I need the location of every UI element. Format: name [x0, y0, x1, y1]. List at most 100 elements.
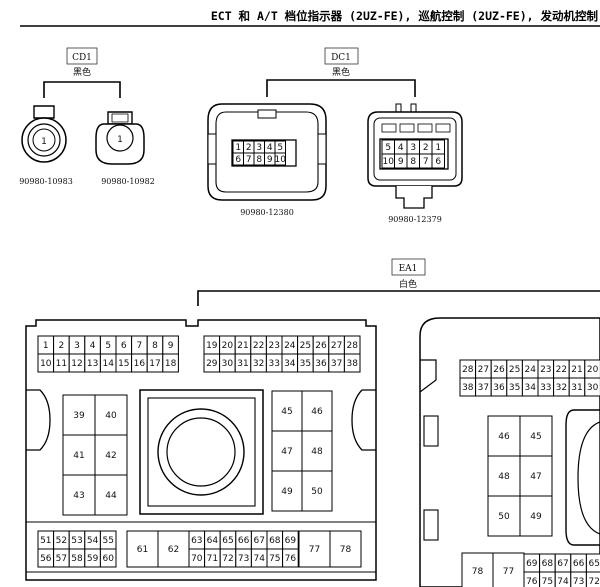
ea1-pin-cell-label: 27	[331, 341, 342, 351]
ea1-pin-cell: 3	[68, 335, 86, 355]
ea1-pin-cell: 62	[157, 530, 190, 568]
dc1-right-pin-cell: 10	[381, 153, 395, 169]
dc1-right-pin-cell-label: 5	[385, 143, 391, 153]
dc1-left-pin-cell-label: 1	[235, 143, 241, 153]
ea1-pin-cell: 78	[329, 530, 362, 568]
ea1-pin-cell-label: 63	[191, 536, 202, 546]
ea1-pin-cell: 56	[37, 548, 55, 568]
ea1-pin-cell: 5	[99, 335, 117, 355]
ea1-pin-cell-label: 8	[152, 341, 158, 351]
ea1-pin-cell-label: 50	[311, 487, 323, 497]
ea1-mirror-pin-cell: 26	[490, 359, 508, 379]
ea1-pin-cell: 22	[250, 335, 267, 355]
ea1-pin-cell-label: 78	[340, 545, 352, 555]
ea1-mirror-pin-cell: 50	[487, 495, 521, 537]
dc1-left-pin-cell: 1	[232, 140, 244, 154]
ea1-pin-cell-label: 18	[165, 359, 177, 369]
ea1-mirror-pin-cell-label: 21	[571, 365, 582, 375]
ea1-mirror-pin-cell: 67	[554, 553, 572, 573]
ea1-pin-cell-label: 58	[71, 554, 83, 564]
ea1-pin-cell: 64	[204, 530, 221, 550]
ea1-mirror-pin-cell-label: 22	[556, 365, 567, 375]
ea1-pin-cell-label: 53	[71, 536, 82, 546]
ea1-mirror-pin-cell: 47	[519, 455, 553, 497]
ea1-pin-cell: 47	[271, 430, 303, 472]
ea1-pin-cell: 33	[265, 353, 283, 373]
ea1-pin-cell-label: 23	[268, 341, 279, 351]
ea1-pin-cell-label: 60	[102, 554, 114, 564]
ea1-pin-cell-label: 43	[73, 491, 84, 501]
ea1-mirror-pin-cell-label: 74	[557, 577, 569, 587]
ea1-pin-cell-label: 3	[74, 341, 80, 351]
ea1-mirror-pin-cell: 48	[487, 455, 521, 497]
ea1-mirror-pin-cell: 32	[553, 377, 570, 397]
ea1-pin-cell-label: 65	[222, 536, 233, 546]
ea1-pin-cell-label: 5	[105, 341, 111, 351]
ea1-pin-cell-label: 9	[168, 341, 174, 351]
dc1-part-left: 90980-12380	[240, 208, 294, 217]
dc1-left-pin-cell: 10	[274, 152, 286, 166]
ea1-mirror-pin-cell-label: 35	[509, 383, 520, 393]
ea1-pin-cell-label: 68	[269, 536, 281, 546]
ea1-pin-cell-label: 31	[237, 359, 248, 369]
dc1-right-pin-cell: 2	[419, 139, 433, 155]
ea1-mirror-pin-cell: 49	[519, 495, 553, 537]
ea1-mirror-pin-cell-label: 24	[524, 365, 536, 375]
ea1-pin-cell-label: 35	[300, 359, 311, 369]
ea1-pin-cell: 41	[62, 434, 96, 476]
ea1-pin-cell-label: 13	[87, 359, 98, 369]
ea1-mirror-pin-cell: 21	[568, 359, 586, 379]
ea1-mirror-pin-cell-label: 20	[587, 365, 599, 375]
dc1-left-pin-cell: 4	[264, 140, 276, 154]
ea1-pin-cell-label: 2	[59, 341, 65, 351]
dc1-left-pin-cell-label: 8	[256, 155, 262, 165]
ea1-mirror-pin-cell-label: 77	[503, 567, 514, 577]
ea1-mirror-pin-cell: 68	[539, 553, 556, 573]
ea1-mirror-pin-cell: 76	[523, 571, 541, 587]
dc1-right-pin-cell: 5	[381, 139, 395, 155]
dc1-right-pin-cell: 7	[419, 153, 433, 169]
ea1-mirror-pin-cell-label: 72	[588, 577, 599, 587]
cd1-color-label: 黑色	[73, 66, 91, 78]
ea1-mirror-pin-cell-label: 33	[540, 383, 551, 393]
ea1-pin-cell-label: 6	[121, 341, 127, 351]
ea1-pin-cell-label: 46	[311, 407, 323, 417]
dc1-right-pin-cell: 3	[406, 139, 420, 155]
cd1-right-pin: 1	[117, 135, 123, 145]
ea1-pin-cell: 45	[271, 390, 303, 432]
ea1-pin-cell: 61	[126, 530, 159, 568]
ea1-pin-cell-label: 21	[237, 341, 248, 351]
ea1-pin-cell: 38	[343, 353, 361, 373]
cd1-left-connector: 1	[21, 105, 67, 163]
ea1-pin-cell-label: 42	[105, 451, 116, 461]
ea1-pin-cell: 34	[281, 353, 299, 373]
ea1-pin-cell: 16	[131, 353, 148, 373]
ea1-pin-cell: 51	[37, 530, 55, 550]
ea1-mirror-pin-cell-label: 27	[478, 365, 489, 375]
ea1-pin-cell: 10	[37, 353, 55, 373]
ea1-pin-cell: 57	[53, 548, 70, 568]
ea1-pin-cell: 55	[99, 530, 117, 550]
ea1-mirror-pin-cell: 75	[539, 571, 556, 587]
dc1-right-pin-cell: 6	[431, 153, 445, 169]
ea1-pin-cell: 70	[188, 548, 206, 568]
ea1-mirror-pin-cell: 28	[459, 359, 477, 379]
ea1-pin-cell-label: 70	[191, 554, 203, 564]
ea1-mirror-pin-cell-label: 49	[530, 512, 542, 522]
ea1-pin-cell-label: 12	[71, 359, 82, 369]
ea1-mirror-pin-cell: 31	[568, 377, 586, 397]
dc1-right-pin-cell-label: 2	[423, 143, 429, 153]
ea1-mirror-pin-cell-label: 26	[493, 365, 505, 375]
dc1-right-pin-cell-label: 3	[410, 143, 416, 153]
dc1-left-pin-cell-label: 4	[267, 143, 273, 153]
ea1-pin-cell-label: 45	[281, 407, 292, 417]
ea1-mirror-pin-cell: 36	[490, 377, 508, 397]
ea1-pin-cell-label: 40	[105, 411, 117, 421]
cd1-tag-box	[66, 47, 98, 65]
ea1-pin-cell-label: 55	[102, 536, 113, 546]
ea1-mirror-pin-cell: 78	[461, 552, 494, 587]
ea1-pin-cell: 49	[271, 470, 303, 512]
ea1-mirror-pin-cell: 27	[475, 359, 492, 379]
